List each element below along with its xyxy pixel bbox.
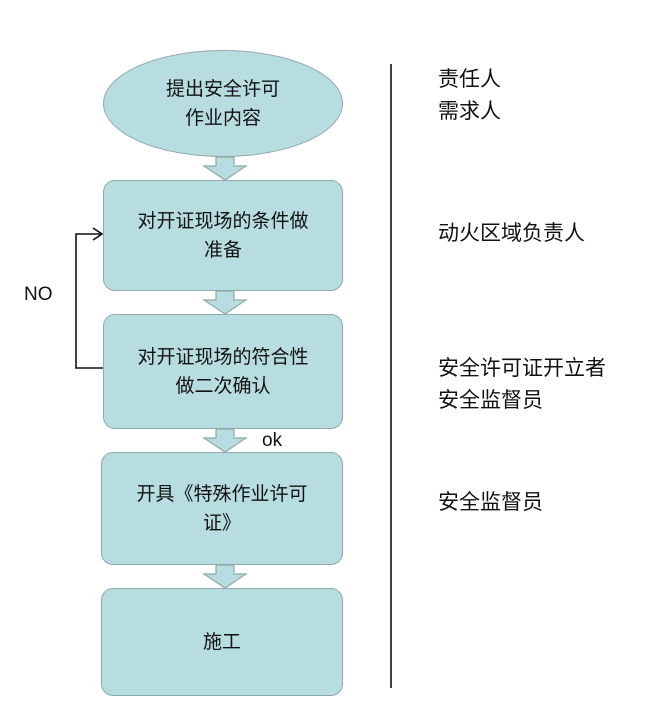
- role-permit-issuer-line-1: 安全许可证开立者: [438, 356, 606, 380]
- step-construction: 施工: [101, 588, 343, 696]
- role-hot-work-area-owner: 动火区域负责人: [438, 217, 585, 249]
- role-permit-issuer-line-2: 安全监督员: [438, 388, 543, 412]
- role-permit-issuer: 安全许可证开立者 安全监督员: [438, 352, 606, 416]
- down-arrow-1: [202, 156, 248, 181]
- role-safety-supervisor-line-1: 安全监督员: [438, 490, 543, 514]
- step-prepare-site: 对开证现场的条件做 准备: [103, 180, 343, 291]
- step-issue-permit: 开具《特殊作业许可 证》: [101, 452, 343, 565]
- step-second-confirmation: 对开证现场的符合性 做二次确认: [103, 314, 343, 429]
- step-prepare-site-line-1: 对开证现场的条件做: [137, 209, 309, 232]
- ok-label: ok: [262, 430, 283, 451]
- step-construction-line-1: 施工: [202, 630, 241, 653]
- step-issue-permit-line-2: 证》: [202, 511, 241, 534]
- step-submit-request-line-2: 作业内容: [184, 106, 261, 129]
- step-prepare-site-line-2: 准备: [203, 238, 242, 261]
- role-safety-supervisor: 安全监督员: [438, 486, 543, 518]
- role-requester-line-2: 需求人: [438, 99, 501, 123]
- step-issue-permit-line-1: 开具《特殊作业许可: [136, 482, 308, 505]
- no-loop-line: [75, 233, 103, 369]
- down-arrow-4: [202, 564, 248, 589]
- down-arrow-3: [202, 428, 248, 453]
- step-second-confirmation-line-1: 对开证现场的符合性: [137, 345, 309, 368]
- step-second-confirmation-line-2: 做二次确认: [175, 374, 271, 397]
- step-submit-request: 提出安全许可 作业内容: [103, 50, 343, 157]
- role-requester: 责任人 需求人: [438, 63, 501, 127]
- no-label: NO: [24, 284, 53, 305]
- role-requester-line-1: 责任人: [438, 67, 501, 91]
- step-submit-request-line-1: 提出安全许可: [165, 77, 280, 100]
- no-loop-arrowhead: [92, 227, 104, 241]
- role-hot-work-area-owner-line-1: 动火区域负责人: [438, 221, 585, 245]
- down-arrow-2: [202, 290, 248, 315]
